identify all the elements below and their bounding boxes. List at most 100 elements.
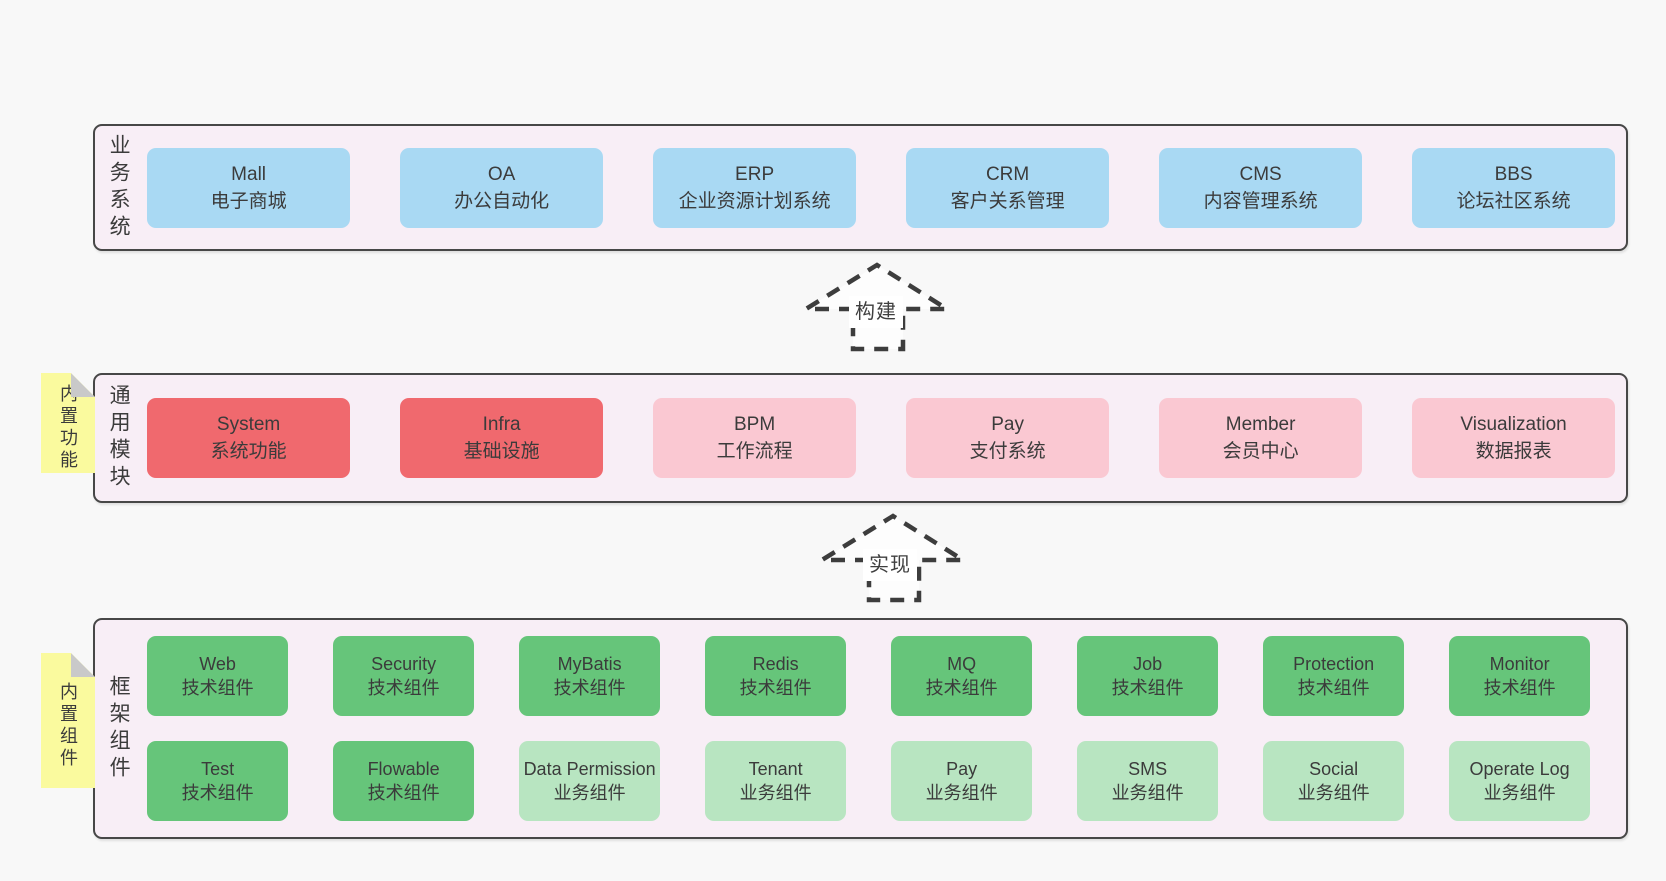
module-name: System [216, 414, 281, 435]
module-box-protection: Protection 技术组件 [1263, 636, 1405, 716]
module-name: MyBatis [557, 654, 622, 674]
module-box-erp: ERP 企业资源计划系统 [653, 147, 857, 228]
module-name: Protection [1293, 654, 1375, 674]
module-box-pay: Pay 业务组件 [891, 741, 1033, 821]
module-desc: 客户关系管理 [950, 190, 1065, 212]
module-box-bbs: BBS 论坛社区系统 [1412, 147, 1616, 228]
sticky-note-built-in-features: 内置功能 [41, 373, 95, 473]
module-desc: 技术组件 [1297, 678, 1370, 698]
module-desc: 支付系统 [969, 441, 1046, 462]
module-name: Flowable [367, 759, 440, 779]
module-desc: 工作流程 [716, 441, 793, 462]
module-box-crm: CRM 客户关系管理 [906, 147, 1110, 228]
module-name: ERP [735, 163, 775, 185]
module-desc: 技术组件 [925, 678, 998, 698]
module-name: Mall [231, 163, 267, 185]
module-desc: 技术组件 [1111, 678, 1184, 698]
module-desc: 论坛社区系统 [1456, 190, 1571, 212]
module-desc: 电子商城 [210, 190, 287, 212]
module-name: CRM [985, 163, 1030, 185]
module-name: MQ [947, 654, 977, 674]
module-box-data-permission: Data Permission 业务组件 [519, 741, 661, 821]
module-box-tenant: Tenant 业务组件 [705, 741, 847, 821]
module-desc: 企业资源计划系统 [678, 190, 831, 212]
module-desc: 内容管理系统 [1203, 190, 1318, 212]
module-name: Job [1133, 654, 1163, 674]
module-box-system: System 系统功能 [147, 398, 351, 478]
module-box-test: Test 技术组件 [147, 741, 289, 821]
module-box-mall: Mall 电子商城 [147, 147, 351, 228]
module-box-oa: OA 办公自动化 [400, 147, 604, 228]
module-desc: 业务组件 [925, 783, 998, 803]
band-label-common-modules: 通用模块 [107, 384, 131, 492]
module-desc: 业务组件 [1297, 783, 1370, 803]
module-box-redis: Redis 技术组件 [705, 636, 847, 716]
module-box-job: Job 技术组件 [1077, 636, 1219, 716]
module-box-pay: Pay 支付系统 [906, 398, 1110, 478]
module-desc: 数据报表 [1475, 441, 1552, 462]
module-desc: 技术组件 [739, 678, 812, 698]
module-desc: 业务组件 [739, 783, 812, 803]
module-desc: 技术组件 [181, 678, 254, 698]
module-box-flowable: Flowable 技术组件 [333, 741, 475, 821]
module-row: Mall 电子商城 OA 办公自动化 ERP 企业资源计划系统 CRM 客户关系管理 CMS 内容… [147, 147, 1626, 228]
module-name: Pay [946, 759, 978, 779]
module-desc: 基础设施 [463, 441, 540, 462]
module-desc: 技术组件 [181, 783, 254, 803]
module-name: Security [371, 654, 437, 674]
module-box-monitor: Monitor 技术组件 [1449, 636, 1591, 716]
module-desc: 技术组件 [553, 678, 626, 698]
module-name: Data Permission [523, 759, 656, 779]
module-desc: 业务组件 [1111, 783, 1184, 803]
module-desc: 会员中心 [1222, 441, 1299, 462]
sticky-note-built-in-components: 内置组件 [41, 653, 95, 788]
arrow-label-implement: 实现 [863, 549, 917, 581]
module-desc: 技术组件 [367, 678, 440, 698]
module-name: CMS [1239, 163, 1282, 185]
arrow-label-build: 构建 [849, 296, 903, 328]
band-rows: Mall 电子商城 OA 办公自动化 ERP 企业资源计划系统 CRM 客户关系管理 CMS 内容… [147, 147, 1626, 228]
module-desc: 技术组件 [1483, 678, 1556, 698]
module-box-infra: Infra 基础设施 [400, 398, 604, 478]
module-name: Monitor [1489, 654, 1550, 674]
module-name: Tenant [748, 759, 803, 779]
module-name: OA [487, 163, 516, 185]
sticky-note-label: 内置功能 [58, 384, 78, 472]
module-name: Pay [991, 414, 1024, 435]
module-box-security: Security 技术组件 [333, 636, 475, 716]
module-box-visualization: Visualization 数据报表 [1412, 398, 1616, 478]
module-name: Test [201, 759, 235, 779]
module-desc: 业务组件 [553, 783, 626, 803]
module-box-mq: MQ 技术组件 [891, 636, 1033, 716]
module-desc: 系统功能 [210, 441, 287, 462]
module-name: BPM [734, 414, 776, 435]
module-name: Web [199, 654, 236, 674]
module-desc: 业务组件 [1483, 783, 1556, 803]
sticky-note-label: 内置组件 [58, 681, 78, 770]
module-box-mybatis: MyBatis 技术组件 [519, 636, 661, 716]
band-label-framework-components: 框架组件 [107, 674, 131, 783]
module-name: Operate Log [1469, 759, 1570, 779]
band-label-business-systems: 业务系统 [107, 133, 131, 242]
module-box-web: Web 技术组件 [147, 636, 289, 716]
module-name: Redis [752, 654, 799, 674]
module-name: Visualization [1460, 414, 1567, 435]
band-business-systems: 业务系统 Mall 电子商城 OA 办公自动化 ERP 企业资源计划系统 CRM 客户关系管理… [93, 124, 1628, 251]
module-desc: 技术组件 [367, 783, 440, 803]
module-box-bpm: BPM 工作流程 [653, 398, 857, 478]
module-name: Social [1309, 759, 1359, 779]
module-desc: 办公自动化 [454, 190, 550, 212]
module-name: Infra [482, 414, 521, 435]
module-box-social: Social 业务组件 [1263, 741, 1405, 821]
module-name: BBS [1494, 163, 1533, 185]
